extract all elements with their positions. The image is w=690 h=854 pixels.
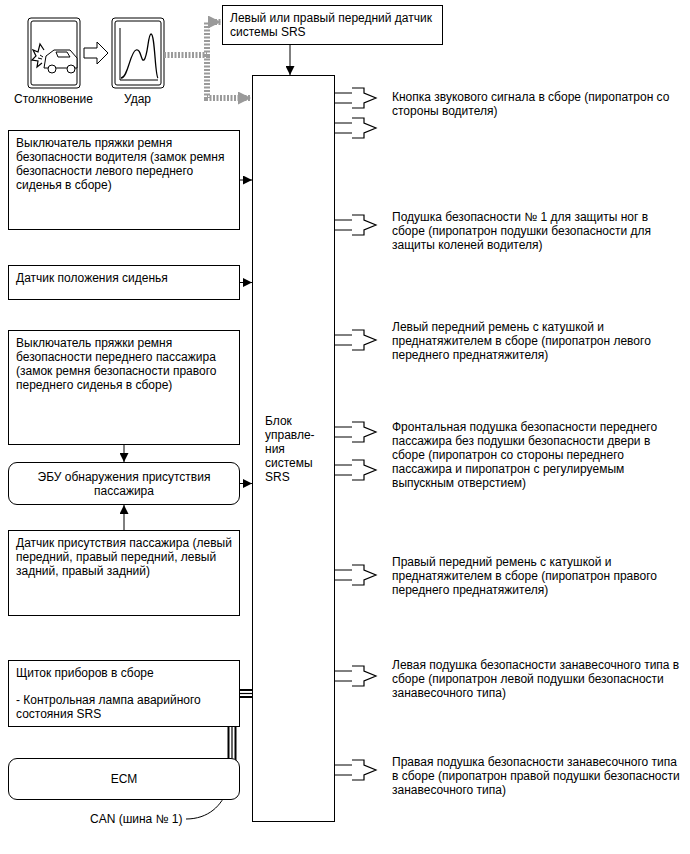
- squib-column: [352, 420, 392, 490]
- impact-graph-icon: [112, 18, 164, 88]
- connector: [240, 483, 252, 484]
- squib-column: [352, 755, 392, 797]
- ecu-box: ECM: [8, 758, 240, 800]
- squib-column: [352, 320, 392, 362]
- collision-icon: [28, 18, 80, 88]
- input-box: Щиток приборов в сборе - Контрольная ламп…: [8, 660, 240, 727]
- squib-outline: [352, 88, 376, 108]
- squib-symbol: [352, 327, 382, 353]
- node-text: Блок управле- ния системы SRS: [265, 414, 322, 484]
- squib-symbol: [352, 419, 382, 445]
- caption-label: CAN (шина № 1): [90, 812, 183, 826]
- node-text: Левый передний ремень с катушкой и предн…: [392, 320, 684, 362]
- input-box: Датчик положения сиденья: [8, 265, 240, 300]
- connector: [335, 765, 352, 775]
- squib-output: Правая подушка безопасности занавесочног…: [352, 755, 684, 797]
- squib-symbol: [352, 457, 382, 483]
- ecu-box: ЭБУ обнаружения присутствия пассажира: [8, 462, 240, 505]
- connector: [335, 570, 352, 580]
- squib-symbol: [352, 85, 382, 111]
- node-text: Датчик положения сиденья: [16, 271, 232, 285]
- text-column: Левый передний ремень с катушкой и предн…: [392, 320, 684, 362]
- connector: [335, 671, 352, 681]
- connector: [335, 93, 352, 103]
- squib-outline: [352, 666, 376, 686]
- node-text: Левая подушка безопасности занавесочного…: [392, 658, 684, 700]
- connector: [335, 220, 352, 230]
- connector: [335, 465, 352, 475]
- connector: [335, 123, 352, 133]
- connector: [290, 45, 291, 75]
- text-column: Правая подушка безопасности занавесочног…: [392, 755, 684, 797]
- squib-outline: [352, 215, 376, 235]
- squib-outline: [352, 565, 376, 585]
- squib-symbol: [352, 562, 382, 588]
- squib-output: Левая подушка безопасности занавесочного…: [352, 658, 684, 700]
- text-column: Правый передний ремень с катушкой и пред…: [392, 555, 684, 597]
- node-text: Щиток приборов в сборе: [16, 666, 232, 680]
- squib-column: [352, 555, 392, 597]
- squib-output: Фронтальная подушка безопасности передне…: [352, 420, 684, 490]
- connector: [335, 335, 352, 345]
- node-text: Левый или правый передний датчик системы…: [230, 11, 435, 39]
- caption-label: Столкновение: [14, 92, 93, 106]
- text-column: Левая подушка безопасности занавесочного…: [392, 658, 684, 700]
- node-text: Датчик присутствия пассажира (левый пере…: [16, 536, 232, 578]
- squib-column: [352, 658, 392, 700]
- squib-outline: [352, 330, 376, 350]
- text-column: Фронтальная подушка безопасности передне…: [392, 420, 684, 490]
- squib-outline: [352, 460, 376, 480]
- squib-output: Кнопка звукового сигнала в сборе (пиропа…: [352, 90, 684, 118]
- squib-output: Левый передний ремень с катушкой и предн…: [352, 320, 684, 362]
- text-column: Кнопка звукового сигнала в сборе (пиропа…: [392, 90, 684, 118]
- squib-symbol: [352, 757, 382, 783]
- squib-outline: [352, 422, 376, 442]
- connector: [240, 180, 252, 181]
- node-text: - Контрольная лампа аварийного состояния…: [16, 693, 232, 721]
- node-text: Выключатель пряжки ремня безопасности во…: [16, 136, 232, 192]
- node-text: Правая подушка безопасности занавесочног…: [392, 755, 684, 797]
- node-text: Подушка безопасности № 1 для защиты ног …: [392, 210, 684, 252]
- squib-outline: [352, 760, 376, 780]
- node-text: Выключатель пряжки ремня безопасности пе…: [16, 336, 232, 392]
- squib-symbol: [352, 115, 382, 141]
- node-text: Правый передний ремень с катушкой и пред…: [392, 555, 684, 597]
- input-box: Выключатель пряжки ремня безопасности пе…: [8, 330, 240, 445]
- input-box: Датчик присутствия пассажира (левый пере…: [8, 530, 240, 616]
- connector: [124, 445, 125, 462]
- input-box: Выключатель пряжки ремня безопасности во…: [8, 130, 240, 230]
- control-unit: Блок управле- ния системы SRS: [252, 75, 335, 822]
- node-text: ECM: [16, 772, 232, 786]
- squib-output: Подушка безопасности № 1 для защиты ног …: [352, 210, 684, 252]
- squib-symbol: [352, 663, 382, 689]
- caption-label: Удар: [124, 92, 151, 106]
- connector: [335, 427, 352, 437]
- sensor-box: Левый или правый передний датчик системы…: [222, 5, 443, 45]
- squib-symbol: [352, 212, 382, 238]
- flow-arrow-icon: [84, 42, 108, 64]
- node-text: ЭБУ обнаружения присутствия пассажира: [16, 470, 232, 498]
- connector: [240, 282, 252, 283]
- squib-outline: [352, 118, 376, 138]
- node-text: Кнопка звукового сигнала в сборе (пиропа…: [392, 90, 684, 118]
- squib-column: [352, 210, 392, 252]
- node-text: Фронтальная подушка безопасности передне…: [392, 420, 684, 490]
- connector: [124, 505, 125, 530]
- squib-output: Правый передний ремень с катушкой и пред…: [352, 555, 684, 597]
- squib-column: [352, 90, 392, 118]
- text-column: Подушка безопасности № 1 для защиты ног …: [392, 210, 684, 252]
